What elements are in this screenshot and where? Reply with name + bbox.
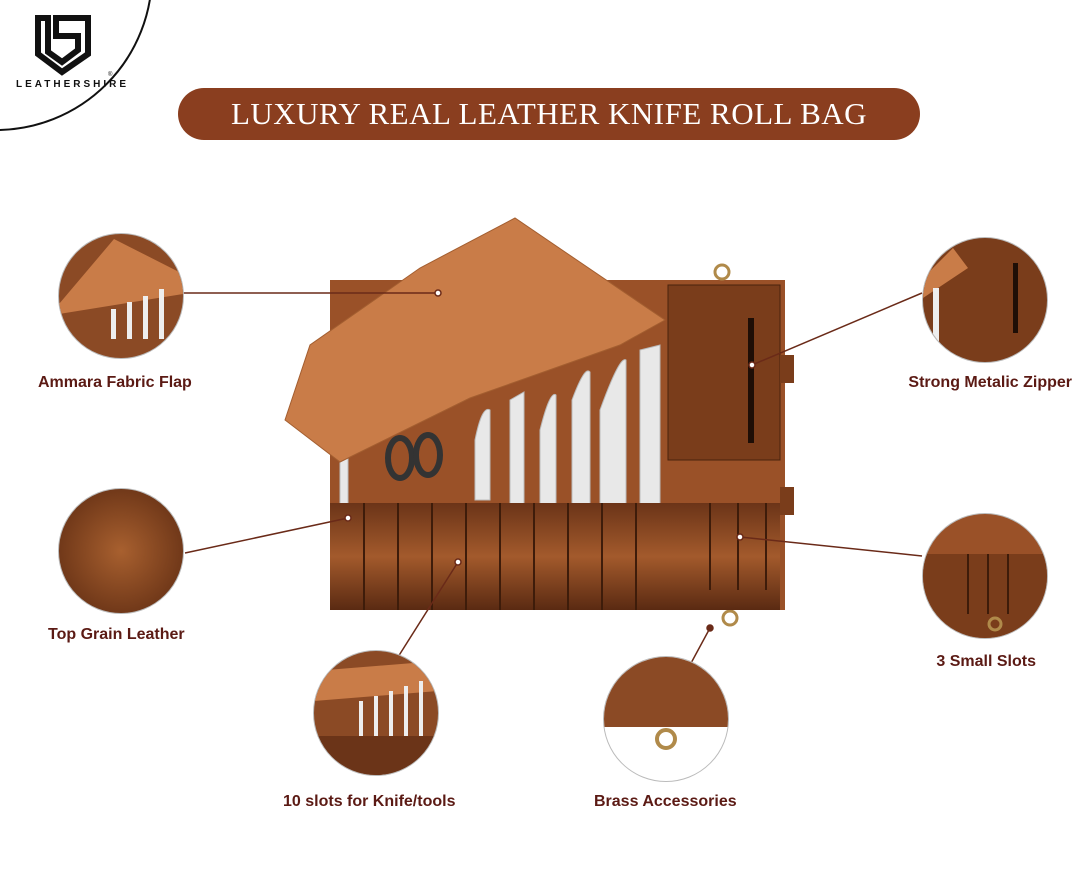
page-title: LUXURY REAL LEATHER KNIFE ROLL BAG [178, 88, 920, 140]
fabric-flap [284, 217, 666, 463]
callout-label: 10 slots for Knife/tools [283, 793, 456, 810]
detail-knife-slots [313, 650, 439, 776]
detail-leather [58, 488, 184, 614]
callout-label: Strong Metalic Zipper [908, 374, 1072, 391]
leader-lines [182, 289, 923, 666]
callout-label: Brass Accessories [594, 793, 737, 810]
detail-zipper [922, 237, 1048, 363]
leathershire-logo-icon [35, 15, 91, 76]
callout-label: 3 Small Slots [936, 653, 1036, 670]
callout-label: Top Grain Leather [48, 626, 185, 643]
callout-label: Ammara Fabric Flap [38, 374, 192, 391]
detail-fabric-flap [58, 233, 184, 359]
brand-reg: ® [108, 72, 113, 78]
knife-roll-bag [284, 217, 794, 627]
brand-name: LEATHERSHIRE [16, 79, 130, 90]
detail-brass [603, 656, 729, 782]
detail-small-slots [922, 513, 1048, 639]
zipper [748, 318, 754, 443]
